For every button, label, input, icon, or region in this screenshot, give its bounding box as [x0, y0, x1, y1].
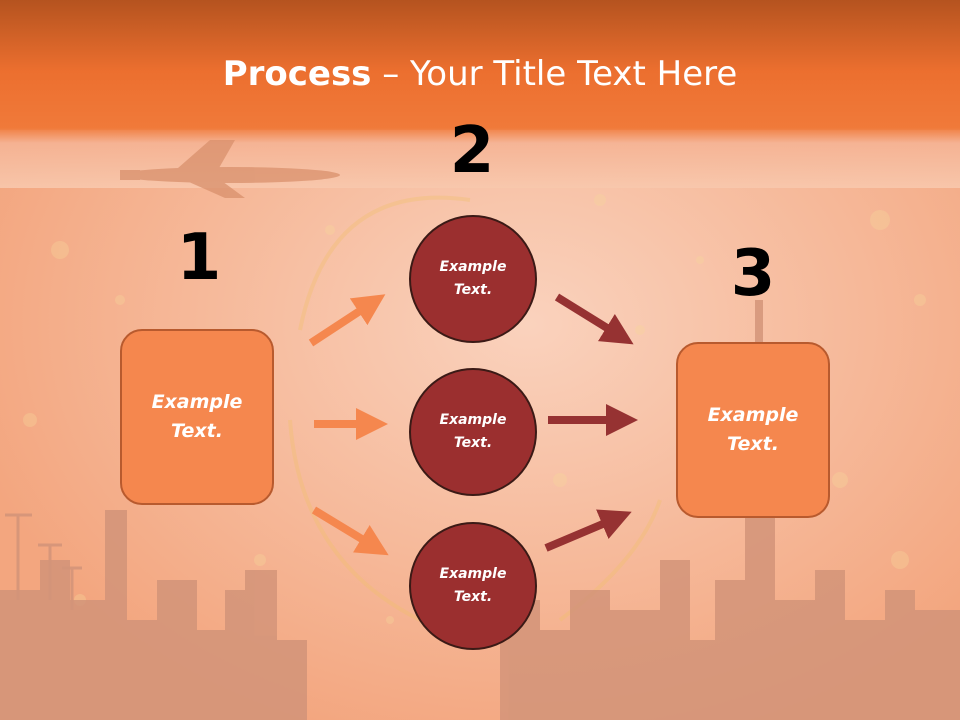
step-number-2: 2	[449, 114, 495, 188]
step-number-3: 3	[730, 237, 776, 311]
title-bold: Process	[222, 54, 372, 94]
arrow-2a-to-3	[554, 293, 634, 345]
step-3-text: Example Text.	[707, 404, 799, 455]
step-2-circle-top-text: Example Text.	[439, 259, 507, 298]
step-2-circle-top: Example Text.	[409, 215, 537, 343]
arrow-1-to-2a	[308, 294, 386, 347]
arrow-1-to-2c	[311, 506, 389, 556]
step-3-box: Example Text.	[676, 342, 830, 518]
step-2-circle-bottom-text: Example Text.	[439, 566, 507, 605]
step-2-circle-middle: Example Text.	[409, 368, 537, 496]
slide-title: Process – Your Title Text Here	[0, 50, 960, 98]
step-2-circle-bottom: Example Text.	[409, 522, 537, 650]
title-rest: – Your Title Text Here	[371, 54, 738, 94]
step-2-circle-middle-text: Example Text.	[439, 412, 507, 451]
step-1-text: Example Text.	[151, 391, 243, 442]
step-number-1: 1	[176, 221, 222, 295]
step-1-box: Example Text.	[120, 329, 274, 505]
arrow-2c-to-3	[544, 509, 632, 552]
